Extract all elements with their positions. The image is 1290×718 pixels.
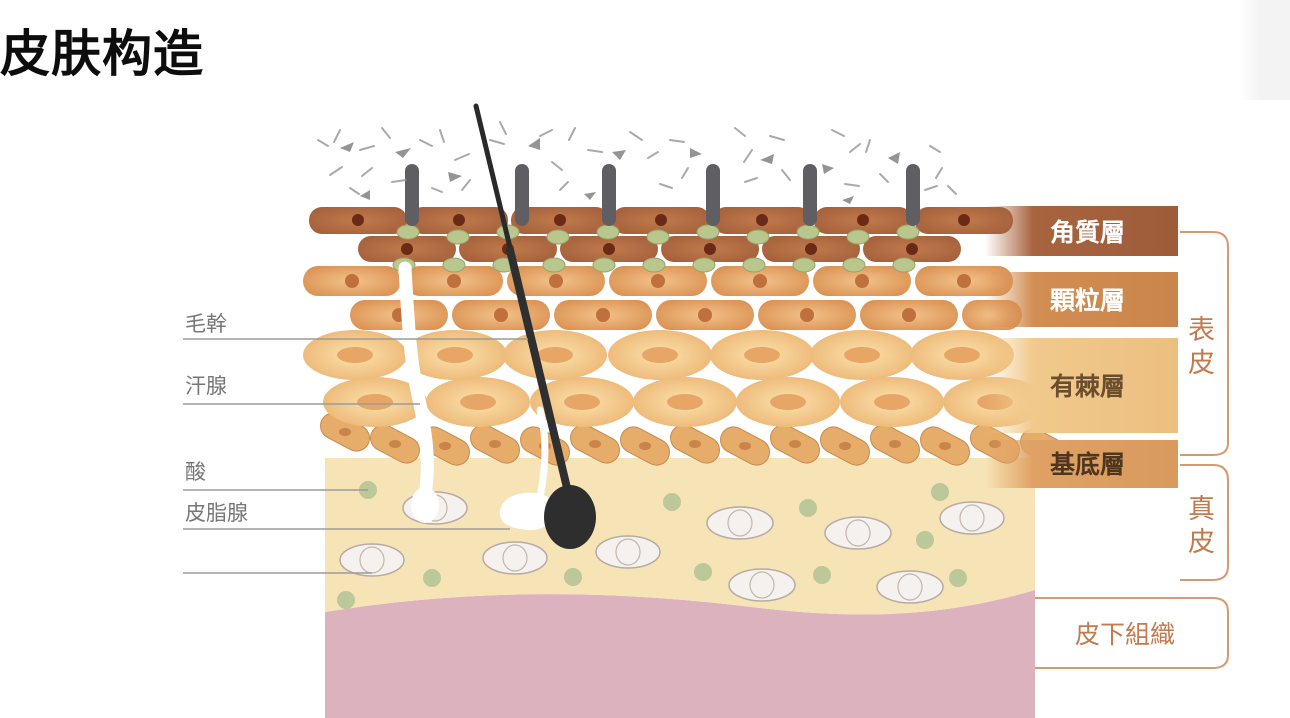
label-spinous: 有棘層 — [1050, 372, 1125, 401]
dermis-char-1: 真 — [1188, 494, 1215, 525]
dermis-green-dots — [337, 481, 967, 609]
sweat-gland-coil — [411, 487, 439, 523]
dermis-char-2: 皮 — [1188, 527, 1215, 558]
surface-debris — [317, 121, 957, 195]
brackets — [1035, 231, 1229, 669]
label-basal: 基底層 — [1050, 450, 1125, 479]
label-hair-shaft: 毛幹 — [185, 312, 227, 336]
sebaceous-duct — [536, 406, 549, 502]
subcutaneous-layer — [325, 590, 1035, 718]
page-title: 皮肤构造 — [0, 25, 204, 83]
tab-spinous-bg — [985, 338, 1178, 433]
tab-granular-bg — [985, 272, 1178, 327]
label-acid: 酸 — [185, 460, 206, 484]
tab-basal-bg — [985, 440, 1178, 488]
surface-pegs — [405, 164, 920, 226]
label-subcutaneous: 皮下組織 — [1075, 620, 1175, 649]
epidermis-label: 表 皮 — [1188, 315, 1215, 379]
dermis-label: 真 皮 — [1188, 494, 1215, 558]
corner-shade — [1240, 0, 1290, 100]
epidermis-char-2: 皮 — [1188, 348, 1215, 379]
hair-shaft-lower — [506, 246, 572, 496]
dermis-layer — [325, 458, 1035, 615]
label-sebaceous-gland: 皮脂腺 — [185, 501, 248, 525]
tab-corneum-bg — [985, 206, 1178, 256]
label-sweat-gland: 汗腺 — [185, 374, 227, 398]
sweat-gland-duct — [398, 261, 434, 507]
epidermis-char-1: 表 — [1188, 315, 1215, 346]
dermis-fat-cells — [339, 491, 1005, 604]
spinous-layer — [303, 330, 1047, 427]
surface-flakes — [340, 138, 900, 204]
left-leader-lines — [183, 338, 528, 574]
label-granular: 顆粒層 — [1050, 286, 1125, 315]
hair-bulb — [544, 485, 596, 549]
sebaceous-gland — [499, 492, 555, 531]
label-corneum: 角質層 — [1050, 218, 1125, 247]
